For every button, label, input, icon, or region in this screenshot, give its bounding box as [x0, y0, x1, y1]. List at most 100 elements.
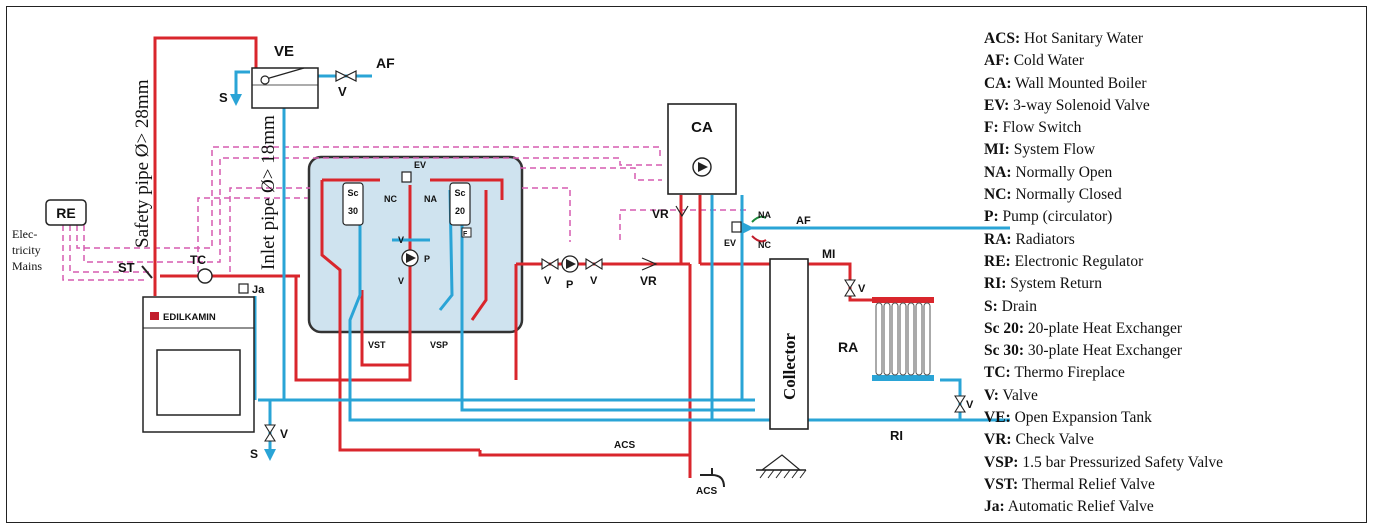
label-mi: MI	[822, 247, 835, 261]
label-tc: TC	[190, 253, 206, 267]
legend-key: AF:	[984, 52, 1010, 70]
legend-text: Cold Water	[1013, 52, 1085, 70]
electronic-regulator	[45, 199, 87, 226]
legend-key: RI:	[984, 275, 1007, 293]
legend-key: VR:	[984, 431, 1012, 449]
label-acs-pipe: ACS	[614, 440, 635, 451]
radiator	[872, 297, 934, 381]
legend-row: NA: Normally Open	[984, 162, 1364, 184]
label-brand: EDILKAMIN	[163, 312, 216, 323]
legend-row: MI: System Flow	[984, 139, 1364, 161]
legend-key: EV:	[984, 96, 1010, 114]
legend-text: 30-plate Heat Exchanger	[1027, 342, 1182, 360]
label-acs-tap: ACS	[696, 486, 717, 497]
label-na-in: NA	[424, 194, 437, 204]
label-f: F	[463, 231, 468, 238]
legend-key: MI:	[984, 141, 1010, 159]
legend-row: Ja: Automatic Relief Valve	[984, 496, 1364, 518]
legend-text: Radiators	[1015, 230, 1075, 248]
legend-text: 3-way Solenoid Valve	[1013, 96, 1150, 114]
legend-key: RE:	[984, 252, 1011, 270]
label-v-mi: V	[858, 283, 866, 295]
relief-valve-icon	[238, 283, 249, 294]
label-ca: CA	[691, 119, 713, 136]
ground-icon	[756, 454, 807, 479]
label-ve: VE	[274, 43, 294, 60]
expansion-tank	[251, 67, 319, 109]
label-elec-1: Elec-	[12, 227, 37, 241]
legend-row: S: Drain	[984, 296, 1364, 318]
hot-pipes	[153, 36, 872, 478]
legend-key: F:	[984, 119, 999, 137]
label-nc-out: NC	[758, 240, 771, 250]
label-ra: RA	[838, 339, 858, 355]
legend-row: NC: Normally Closed	[984, 184, 1364, 206]
legend-row: AF: Cold Water	[984, 50, 1364, 72]
label-elec-2: tricity	[12, 243, 41, 257]
legend-text: Pump (circulator)	[1002, 208, 1113, 226]
check-valve-up-icon	[675, 205, 689, 218]
legend-text: Normally Closed	[1015, 186, 1122, 204]
sc30-exchanger	[342, 182, 364, 226]
legend-key: Ja:	[984, 498, 1005, 516]
label-p-in: P	[424, 254, 430, 264]
label-vst: VST	[368, 340, 386, 350]
legend-key: S:	[984, 297, 998, 315]
legend-key: VST:	[984, 475, 1019, 493]
legend-text: Valve	[1002, 386, 1038, 404]
flow-switch-icon	[461, 227, 472, 238]
wall-boiler	[667, 103, 737, 195]
legend-row: VST: Thermal Relief Valve	[984, 474, 1364, 496]
legend-row: F: Flow Switch	[984, 117, 1364, 139]
legend-row: VR: Check Valve	[984, 429, 1364, 451]
legend-text: Automatic Relief Valve	[1007, 498, 1154, 516]
legend-key: VE:	[984, 409, 1011, 427]
label-vr-mid: VR	[640, 274, 657, 288]
label-v-pump-r: V	[590, 275, 598, 287]
tap-icon	[700, 468, 725, 488]
brand-logo-icon	[150, 312, 159, 320]
legend-row: CA: Wall Mounted Boiler	[984, 73, 1364, 95]
legend-row: RE: Electronic Regulator	[984, 251, 1364, 273]
legend-row: RA: Radiators	[984, 229, 1364, 251]
valve-bottom-icon	[264, 424, 276, 442]
legend-key: P:	[984, 208, 999, 226]
legend-text: Drain	[1001, 297, 1037, 315]
label-v-top: V	[338, 84, 347, 99]
legend-key: VSP:	[984, 453, 1019, 471]
collector	[769, 258, 809, 430]
fireplace-door	[156, 349, 241, 416]
label-re: RE	[56, 205, 75, 221]
legend-text: 1.5 bar Pressurized Safety Valve	[1022, 453, 1224, 471]
legend-text: 20-plate Heat Exchanger	[1027, 319, 1182, 337]
legend-key: ACS:	[984, 30, 1021, 47]
solenoid-valve-out-icon	[731, 221, 742, 233]
legend-text: Check Valve	[1015, 431, 1094, 449]
label-vr-up: VR	[652, 207, 669, 221]
legend-row: EV: 3-way Solenoid Valve	[984, 95, 1364, 117]
label-na-out: NA	[758, 210, 771, 220]
legend-row: ACS: Hot Sanitary Water	[984, 28, 1364, 50]
legend-row: VSP: 1.5 bar Pressurized Safety Valve	[984, 452, 1364, 474]
label-sc30-a: Sc	[347, 188, 358, 198]
legend-row: V: Valve	[984, 385, 1364, 407]
legend-text: Open Expansion Tank	[1014, 409, 1152, 427]
label-s-top: S	[219, 90, 228, 105]
legend-text: Wall Mounted Boiler	[1015, 74, 1147, 92]
legend-key: Sc 30:	[984, 342, 1025, 360]
legend-row: VE: Open Expansion Tank	[984, 407, 1364, 429]
valve-pump-right-icon	[585, 258, 603, 270]
label-v-ri: V	[966, 399, 974, 411]
label-sc20-b: 20	[455, 206, 465, 216]
legend-key: NC:	[984, 186, 1012, 204]
legend-row: RI: System Return	[984, 273, 1364, 295]
label-vsp: VSP	[430, 340, 448, 350]
legend-text: System Flow	[1013, 141, 1096, 159]
label-ja: Ja	[252, 284, 265, 296]
legend-key: CA:	[984, 74, 1012, 92]
label-v-b: V	[398, 276, 404, 286]
legend-row: Sc 30: 30-plate Heat Exchanger	[984, 340, 1364, 362]
legend-key: RA:	[984, 230, 1012, 248]
label-ev-out: EV	[724, 238, 736, 248]
